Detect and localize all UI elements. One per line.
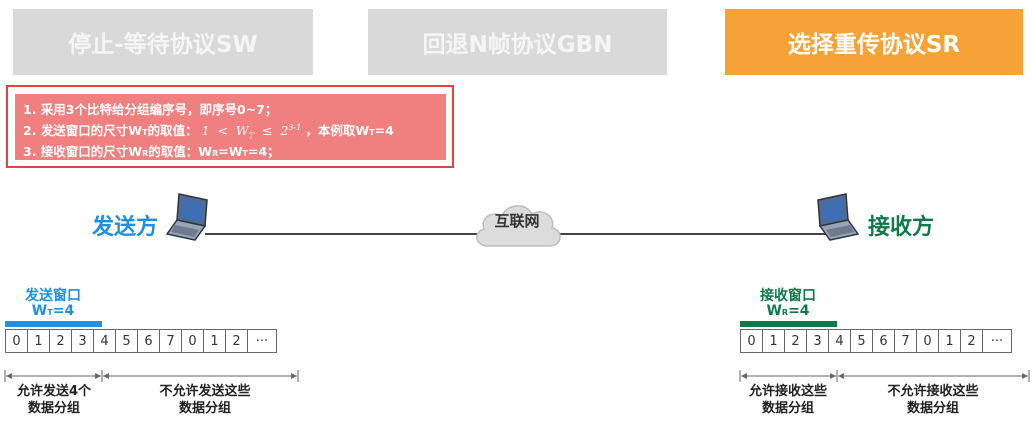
laptop-icon: [165, 192, 213, 248]
tab-sr[interactable]: 选择重传协议SR: [725, 9, 1023, 75]
sender-window-size-prefix: W: [31, 303, 48, 319]
sender-allowed-label: 允许发送4个 数据分组: [4, 383, 104, 417]
sequence-cell: 2: [960, 329, 983, 353]
sender-disallowed-text: 不允许发送这些 数据分组: [159, 384, 251, 416]
note-2-sub: T: [142, 128, 148, 137]
receiver-allowed-text: 允许接收这些 数据分组: [748, 384, 827, 416]
receiver-range-arrows: [739, 370, 1030, 382]
sequence-cell: 4: [828, 329, 851, 353]
tab-gbn-label: 回退N帧协议GBN: [422, 32, 613, 58]
sequence-cell: 5: [850, 329, 873, 353]
note-3-d: =4；: [247, 144, 280, 159]
sequence-cell: 4: [93, 329, 116, 353]
sequence-cell: 2: [49, 329, 72, 353]
sequence-cell: 1: [762, 329, 785, 353]
note-3-sub2: R: [212, 149, 219, 158]
formula-var: W: [235, 123, 249, 138]
receiver-window-size: WR=4: [740, 303, 836, 319]
tab-sw-label: 停止-等待协议SW: [68, 32, 258, 58]
sequence-cell: 0: [916, 329, 939, 353]
sequence-cell: ···: [982, 329, 1012, 353]
receiver-window-size-suffix: =4: [788, 303, 810, 319]
sequence-cell: 6: [137, 329, 160, 353]
sequence-cell: 0: [740, 329, 763, 353]
sequence-cell: 2: [784, 329, 807, 353]
note-3-b: 的取值：W: [148, 144, 213, 159]
sequence-cell: 0: [181, 329, 204, 353]
sender-window-size: WT=4: [5, 303, 101, 319]
sequence-cell: 3: [806, 329, 829, 353]
tab-sr-label: 选择重传协议SR: [787, 32, 961, 58]
formula-lhs: 1: [201, 123, 210, 138]
note-2-suffix-b: =4: [374, 123, 394, 138]
sequence-cell: 0: [5, 329, 28, 353]
sequence-cell: 2: [225, 329, 248, 353]
receiver-disallowed-label: 不允许接收这些 数据分组: [868, 383, 998, 417]
receiver-window-bar: [740, 321, 837, 327]
window-size-formula: 1 < WT ≤ 23-1: [198, 122, 306, 141]
sequence-cell: 3: [71, 329, 94, 353]
laptop-icon: [812, 192, 860, 248]
sender-label: 发送方: [92, 215, 159, 240]
sender-range-arrows: [4, 370, 299, 382]
sender-window-bar: [5, 321, 102, 327]
note-2-suffix-sub: T: [369, 128, 375, 137]
sequence-cell: 5: [115, 329, 138, 353]
receiver-label: 接收方: [868, 215, 935, 240]
sender-disallowed-label: 不允许发送这些 数据分组: [140, 383, 270, 417]
note-2-mid: 的取值：: [147, 123, 198, 138]
notes-panel: 1. 采用3个比特给分组编序号，即序号0~7； 2. 发送窗口的尺寸WT的取值：…: [15, 94, 446, 160]
tab-sw[interactable]: 停止-等待协议SW: [13, 9, 313, 75]
note-2-prefix: 2. 发送窗口的尺寸W: [23, 123, 143, 138]
note-3-c: =W: [218, 144, 243, 159]
cloud-icon: [470, 198, 564, 260]
sequence-cell: 1: [938, 329, 961, 353]
note-3-sub3: T: [242, 149, 248, 158]
formula-exp: 3-1: [288, 122, 302, 132]
note-3-a: 3. 接收窗口的尺寸W: [23, 144, 143, 159]
receiver-window-title: 接收窗口: [760, 288, 816, 304]
sequence-cell: ···: [247, 329, 277, 353]
sequence-cell: 7: [894, 329, 917, 353]
note-2-suffix-a: ，本例取W: [305, 123, 370, 138]
formula-var-sub: T: [248, 131, 255, 141]
sender-sequence-row: 0 1 2 3 4 5 6 7 0 1 2 ···: [5, 329, 277, 353]
sender-window-size-suffix: =4: [52, 303, 75, 319]
tab-gbn[interactable]: 回退N帧协议GBN: [368, 9, 667, 75]
note-line-2: 2. 发送窗口的尺寸WT的取值： 1 < WT ≤ 23-1 ，本例取WT=4: [23, 120, 394, 141]
formula-op1: <: [217, 123, 228, 138]
note-line-3: 3. 接收窗口的尺寸WR的取值：WR=WT=4；: [23, 141, 280, 160]
formula-op2: ≤: [262, 123, 273, 138]
sender-window-size-sub: T: [47, 308, 53, 317]
receiver-sequence-row: 0 1 2 3 4 5 6 7 0 1 2 ···: [740, 329, 1012, 353]
formula-base: 2: [280, 123, 289, 138]
notes-box: 1. 采用3个比特给分组编序号，即序号0~7； 2. 发送窗口的尺寸WT的取值：…: [6, 85, 454, 168]
receiver-disallowed-text: 不允许接收这些 数据分组: [887, 384, 979, 416]
sender-allowed-text: 允许发送4个 数据分组: [16, 384, 92, 416]
sequence-cell: 6: [872, 329, 895, 353]
receiver-window-size-sub: R: [781, 308, 789, 317]
sender-window-title: 发送窗口: [25, 288, 81, 304]
receiver-window-size-prefix: W: [766, 303, 782, 319]
note-line-1: 1. 采用3个比特给分组编序号，即序号0~7；: [23, 102, 278, 117]
note-3-sub1: R: [142, 149, 149, 158]
sequence-cell: 1: [203, 329, 226, 353]
sequence-cell: 7: [159, 329, 182, 353]
sequence-cell: 1: [27, 329, 50, 353]
cloud-label: 互联网: [494, 212, 540, 230]
receiver-allowed-label: 允许接收这些 数据分组: [738, 383, 838, 417]
